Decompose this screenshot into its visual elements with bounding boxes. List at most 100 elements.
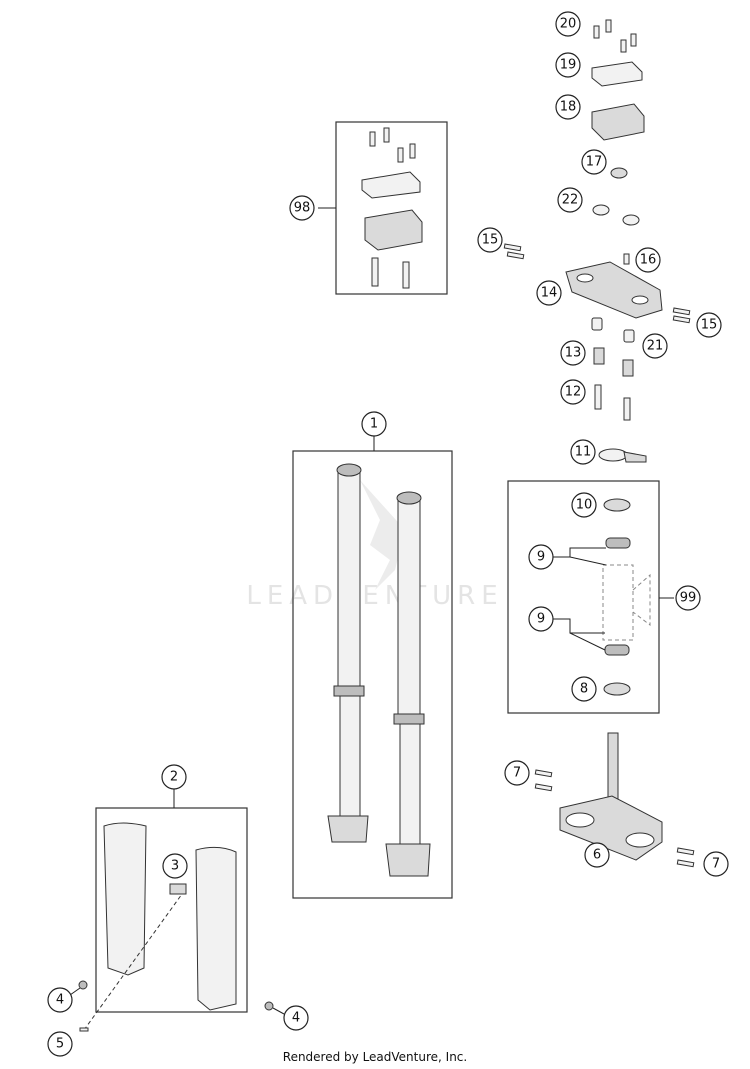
callout-7-right: 7 [703, 851, 729, 877]
callout-9-upper: 9 [528, 544, 607, 570]
part-13-spacer [622, 359, 634, 377]
clamp-top-part [361, 171, 421, 199]
bolt-part [383, 127, 390, 143]
part-4-screw [264, 1001, 274, 1011]
callout-14-label: 14 [541, 286, 558, 301]
part-21-cap [591, 317, 603, 331]
fork-guard-right [195, 846, 237, 1011]
stud-part [402, 261, 410, 289]
callout-20-label: 20 [560, 17, 577, 32]
kit-99-frame [507, 480, 660, 714]
callout-19-label: 19 [560, 58, 577, 73]
part-12-stud [623, 397, 631, 421]
part-17-nut [610, 167, 628, 179]
callout-1: 1 [361, 411, 387, 437]
callout-5: 5 [47, 1031, 73, 1057]
callout-18-label: 18 [560, 100, 577, 115]
part-5-screw [79, 1027, 89, 1032]
callout-18: 18 [555, 94, 581, 120]
callout-4-label: 4 [292, 1011, 300, 1026]
callout-22-label: 22 [562, 193, 579, 208]
part-22-bushing [622, 214, 640, 226]
callout-13-label: 13 [565, 346, 582, 361]
callout-2-label: 2 [170, 770, 178, 785]
steering-tube-outline [602, 564, 634, 641]
part-19-clamp-top [591, 61, 643, 87]
part-22-bushing [592, 204, 610, 216]
callout-98-label: 98 [294, 201, 311, 216]
part-21-cap [623, 329, 635, 343]
callout-13: 13 [560, 340, 586, 366]
callout-8-label: 8 [580, 682, 588, 697]
part-9-bearing-lower [604, 644, 630, 656]
callout-12-label: 12 [565, 385, 582, 400]
part-16-screw [623, 253, 630, 265]
callout-98: 98 [289, 195, 315, 221]
callout-14: 14 [536, 280, 562, 306]
callout-19: 19 [555, 52, 581, 78]
callout-7-label: 7 [712, 857, 720, 872]
bolt-part [369, 131, 376, 147]
callout-16: 16 [635, 247, 661, 273]
kit-98-frame [335, 121, 448, 295]
callout-11-label: 11 [575, 445, 592, 460]
callout-3: 3 [162, 853, 188, 879]
callout-15-label: 15 [701, 318, 718, 333]
part-18-clamp-bottom [591, 103, 645, 141]
callout-4-right: 4 [283, 1005, 309, 1031]
part-9-bearing-upper [605, 537, 631, 549]
callout-15-label: 15 [482, 233, 499, 248]
callout-11: 11 [570, 439, 596, 465]
callout-5-label: 5 [56, 1037, 64, 1052]
part-11-ring [598, 448, 628, 462]
part-4-screw [78, 980, 88, 990]
callout-15-left: 15 [477, 227, 503, 253]
callout-6: 6 [584, 842, 610, 868]
callout-7-label: 7 [513, 766, 521, 781]
part-15-bolts-right [672, 307, 691, 324]
part-8-seal [603, 682, 631, 696]
callout-9-lower: 9 [528, 606, 606, 651]
part-20-bolts [593, 19, 637, 53]
part-13-spacer [593, 347, 605, 365]
part-10-seal [603, 498, 631, 512]
callout-16-label: 16 [640, 253, 657, 268]
fork-leg-right [385, 491, 431, 877]
fork-guard-frame [95, 807, 248, 1013]
callout-21: 21 [642, 333, 668, 359]
callout-1-label: 1 [370, 417, 378, 432]
bolt-part [397, 147, 404, 163]
callout-17-label: 17 [586, 155, 603, 170]
clamp-bottom-part [364, 209, 423, 251]
callout-10: 10 [571, 492, 597, 518]
callout-4-label: 4 [56, 993, 64, 1008]
kit-98-group [335, 121, 448, 295]
callout-20: 20 [555, 11, 581, 37]
part-12-stud [594, 384, 602, 410]
callout-15-right: 15 [696, 312, 722, 338]
callout-3-label: 3 [171, 859, 179, 874]
part-7-bolts-left [534, 769, 553, 792]
part-15-bolts-left [503, 243, 525, 260]
callout-22: 22 [557, 187, 583, 213]
callout-4-left: 4 [47, 987, 73, 1013]
callout-6-label: 6 [593, 848, 601, 863]
stud-part [371, 257, 379, 287]
part-6-lower-triple-clamp [559, 732, 663, 861]
callout-2: 2 [161, 764, 187, 790]
watermark: LEADVENTURE [246, 480, 503, 611]
callout-12: 12 [560, 379, 586, 405]
callout-7-left: 7 [504, 760, 530, 786]
fork-assembly-frame [292, 450, 453, 899]
watermark-text: LEADVENTURE [246, 581, 503, 611]
callout-21-label: 21 [647, 339, 664, 354]
callout-99-label: 99 [680, 591, 697, 606]
fork-leg-left [327, 463, 369, 843]
callout-9-label: 9 [537, 612, 545, 627]
callout-9-label: 9 [537, 550, 545, 565]
fork-guard-left [103, 822, 147, 976]
part-7-bolts-right [676, 847, 695, 868]
callout-17: 17 [581, 149, 607, 175]
bolt-part [409, 143, 416, 159]
